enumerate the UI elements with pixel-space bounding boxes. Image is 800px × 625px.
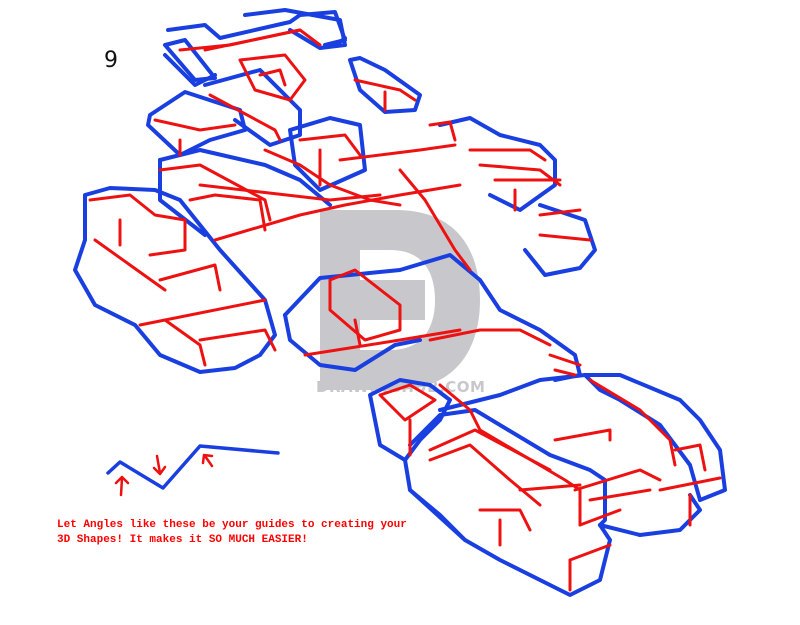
step-number: 9: [104, 48, 118, 73]
caption-line-2: 3D Shapes! It makes it SO MUCH EASIER!: [57, 534, 308, 546]
caption-line-1: Let Angles like these be your guides to …: [57, 519, 407, 531]
tutorial-caption: Let Angles like these be your guides to …: [57, 518, 407, 548]
angle-guide: [106, 444, 280, 497]
